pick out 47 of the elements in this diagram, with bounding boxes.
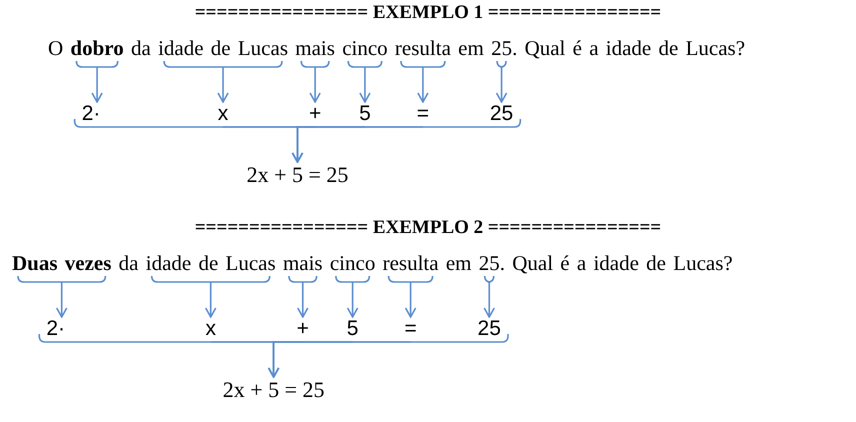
phrase-text: mais — [295, 36, 335, 60]
math-symbol: + — [296, 317, 309, 341]
phrase-text: cinco — [342, 36, 388, 60]
phrase-text: 25 — [478, 251, 500, 275]
brace-arrow — [483, 275, 496, 318]
sentence-text: . Qual é a idade de Lucas? — [500, 251, 733, 275]
phrase-text: 25 — [491, 36, 512, 60]
phrase-text: idade de Lucas — [158, 36, 288, 60]
equation-text: 2x + 5 = 25 — [222, 377, 325, 403]
phrase-text: idade de Lucas — [146, 251, 276, 275]
brace-arrow — [300, 60, 330, 103]
heading-text: ================ EXEMPLO 2 ================ — [194, 217, 662, 238]
equation-text: 2x + 5 = 25 — [246, 162, 348, 188]
sentence-text: O — [48, 36, 64, 60]
math-symbol: 5 — [346, 317, 358, 341]
sentence-text: da — [118, 251, 138, 275]
brace-arrow — [288, 275, 318, 318]
brace-arrow — [335, 275, 370, 318]
math-symbol: x — [205, 317, 216, 341]
math-symbol: 2· — [46, 317, 66, 341]
brace-arrow — [347, 60, 382, 103]
brace-arrow — [150, 275, 270, 318]
brace-arrow — [163, 60, 283, 103]
math-symbol: 5 — [359, 102, 371, 126]
math-symbol: 25 — [490, 102, 514, 126]
phrase-text: mais — [282, 251, 323, 275]
brace-arrow — [388, 275, 434, 318]
brace-arrow — [496, 60, 508, 103]
phrase-text: cinco — [330, 251, 376, 275]
brace-arrow — [17, 275, 106, 318]
math-symbol: 25 — [478, 317, 501, 341]
math-symbol: x — [218, 102, 228, 126]
phrase-text: Duas vezes — [12, 251, 112, 275]
sentence-text: . Qual é a idade de Lucas? — [512, 36, 746, 60]
sentence-text: em — [446, 251, 472, 275]
phrase-text: resulta — [394, 36, 451, 60]
math-symbol: + — [308, 102, 322, 126]
phrase-text: dobro — [70, 36, 124, 60]
math-symbol: 2· — [82, 102, 100, 126]
math-symbol: = — [416, 102, 430, 126]
sentence-text: em — [458, 36, 484, 60]
brace-arrow — [400, 60, 446, 103]
brace-arrow — [76, 60, 119, 103]
math-symbol: = — [404, 317, 417, 341]
phrase-text: resulta — [382, 251, 439, 275]
sentence-text: da — [130, 36, 151, 60]
heading-text: ================ EXEMPLO 1 ================ — [194, 2, 662, 23]
